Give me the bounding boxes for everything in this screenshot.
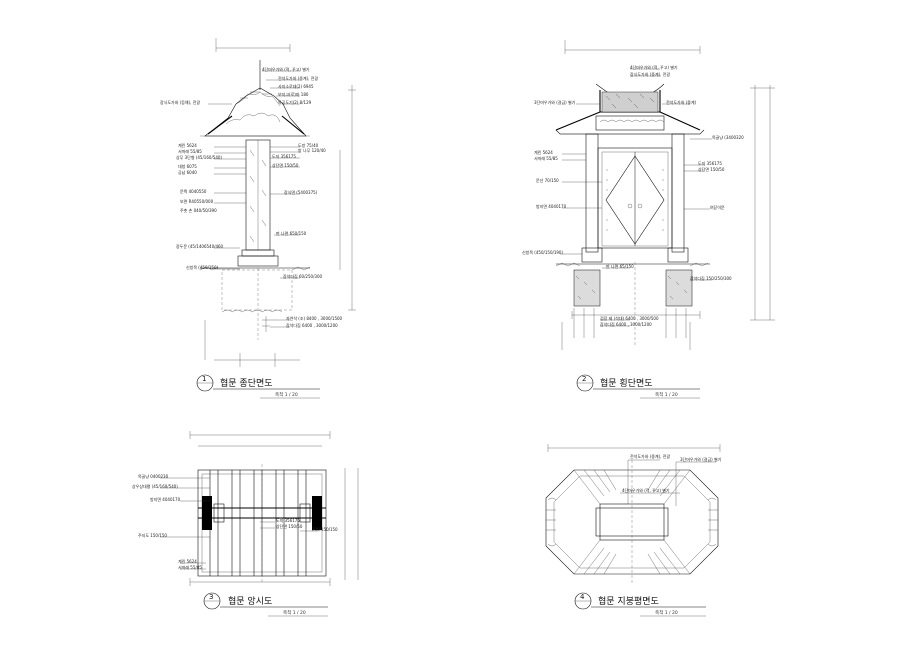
label-d2-1: 장식도가와 (중계), 전광 [630, 71, 670, 77]
roof-section [555, 83, 705, 135]
roof-section [200, 60, 310, 137]
label-d1-17: 보면 R40550/000 [180, 198, 214, 204]
label-d2-13: 판 나면 65/150 [606, 263, 634, 269]
label-d2-6: 서까래 55/85 [534, 155, 558, 161]
label-d2-7: 도지 356175 [698, 160, 722, 166]
foundation [199, 266, 311, 340]
leader-lines [620, 459, 716, 506]
roof-outline [197, 464, 327, 582]
label-d1-2: 사지소로대(2) 6945 [278, 83, 314, 89]
label-d4-2: 4단머우가와 (적, 꾸고) 별기 [622, 487, 670, 493]
door-frame [581, 133, 689, 263]
drawing-title: 협문 지붕평면도 [598, 595, 659, 607]
label-d3-1: 상우상대평 (45/160/540) [132, 483, 178, 489]
drawing-2-transverse-section: 4단머우가와 (적, 꾸고) 별기 장식도가와 (중계), 전광 3단머우가와 … [522, 40, 775, 399]
label-d1-21: 신방목 (450/150) [186, 264, 218, 270]
label-d3-7: 서까래 55/85 [178, 564, 202, 570]
drawing-number: 1 [202, 375, 206, 383]
label-d1-8: 상무 3단형 (45/160/540) [176, 154, 222, 160]
drawing-scale: 축척 1 / 20 [283, 609, 306, 616]
label-d1-5: 장식도가와 (등해), 전광 [160, 99, 200, 105]
leader-lines [160, 477, 318, 570]
label-d3-3: 도지 356175 [276, 517, 300, 523]
drawing-number: 2 [582, 375, 586, 383]
label-d4-1: 3단머우가와 (걸금) 별기 [680, 456, 722, 462]
wall-post [237, 139, 279, 267]
drawing-scale: 축척 1 / 20 [655, 391, 678, 398]
label-d2-4: 목골냥 (3400320 [712, 134, 744, 140]
label-d1-24: 잡석다짐 6400 , 3000/1200 [286, 322, 338, 328]
dimension-lines [547, 444, 721, 452]
drawing-number: 3 [209, 593, 213, 601]
dimension-lines [204, 38, 356, 367]
label-d3-4: 상단면 150/50 [276, 523, 303, 529]
label-d2-10: 방지면 4040170 [536, 203, 567, 209]
drawing-title: 협문 앙시도 [228, 595, 272, 607]
post-right [312, 496, 322, 530]
label-d2-8: 상단면 150/50 [698, 166, 725, 172]
title-block-3: 3 협문 앙시도 축척 1 / 20 [203, 592, 328, 617]
drawing-scale: 축척 1 / 20 [275, 391, 298, 398]
leader-lines [560, 68, 712, 327]
label-d2-3: 전석도가와 (중계) [666, 99, 697, 105]
label-d1-4: 목공도기(2) 8/129 [278, 99, 312, 105]
label-d1-14: 도방 75/40 [298, 142, 319, 148]
title-block-2: 2 협문 횡단면도 축척 1 / 20 [576, 374, 700, 399]
label-d1-20: 장두문 (45/1406540/460 [176, 243, 224, 249]
label-d3-8: 200/150/150 [312, 527, 338, 532]
label-d2-2: 3단머우가와 (걸금) 별기 [534, 99, 576, 105]
label-d1-6: 계린 5624 [178, 142, 197, 148]
label-d2-5: 계린 5624 [534, 149, 553, 155]
label-d1-7: 서까래 55/85 [178, 148, 202, 154]
label-d1-13: 문짝 4040550 [180, 188, 207, 194]
label-d1-18: 주춧 손 040/50/390 [180, 207, 217, 213]
title-block-4: 4 협문 지붕평면도 축척 1 / 20 [574, 592, 706, 617]
label-d1-10: 공납 6040 [178, 169, 197, 175]
drawing-title: 협문 횡단면도 [600, 377, 653, 389]
label-d4-0: 전석도가와 (중계), 전광 [630, 453, 670, 459]
post-left [202, 496, 212, 530]
label-d1-15: 방 나무 120/40 [298, 147, 326, 153]
drawing-title: 협문 종단면도 [220, 377, 273, 389]
label-d2-14: 잡석다짐 150/250/300 [690, 275, 732, 281]
label-d2-16: 잡석다짐 6400 , 3000/1200 [600, 321, 652, 327]
title-block-1: 1 협문 종단면도 축척 1 / 20 [196, 374, 320, 399]
drawing-1-longitudinal-section: 4단머우가와 (적, 꾸고) 별기 전석도가와 (중계), 전광 사지소로대(2… [160, 38, 356, 399]
drawing-number: 4 [580, 593, 585, 601]
drawing-scale: 축척 1 / 20 [655, 609, 678, 616]
drawing-4-roof-plan: 전석도가와 (중계), 전광 3단머우가와 (걸금) 별기 4단머우가와 (적,… [545, 444, 722, 617]
label-d1-11: 도지 356175 [272, 153, 296, 159]
dimension-lines [561, 40, 775, 350]
label-d2-11: 여닫이문 [710, 204, 725, 210]
label-d2-12: 신방목 (450/150/190) [522, 249, 563, 255]
label-d3-5: 주지도 150/150 [138, 532, 167, 538]
label-d1-12: 상단면 150/50 [272, 162, 299, 168]
label-d1-0: 4단머우가와 (적, 꾸고) 별기 [262, 66, 310, 72]
label-d1-23: 자연석 (조) 8400 , 3000/1500 [286, 315, 343, 321]
label-d1-9: 대청 6075 [178, 163, 197, 169]
foundation [555, 262, 710, 345]
roof-outline [545, 460, 719, 585]
label-d1-1: 전석도가와 (중계), 전광 [278, 75, 318, 81]
label-d3-0: 목골냥 0400230 [138, 473, 169, 479]
label-d1-19: 판 나면 650/150 [276, 230, 307, 236]
dimension-lines [189, 431, 359, 586]
label-d3-6: 계린 5624 [178, 558, 197, 564]
label-d1-3: 보지고(로)마 180 [278, 91, 309, 97]
label-d2-0: 4단머우가와 (적, 꾸고) 별기 [630, 64, 678, 70]
leader-lines [208, 70, 300, 328]
label-d1-16: 장식면 (5400375) [284, 189, 318, 195]
label-d1-22: 잡석다짐 60/250/300 [283, 273, 323, 279]
label-d2-9: 문선 70/150 [536, 177, 559, 183]
label-d3-2: 방지면 4040170 [150, 496, 181, 502]
label-d2-15: 검장 제 (석대) 6400 , 3000/500 [600, 315, 659, 321]
drawing-3-reflected-plan: 목골냥 0400230 상우상대평 (45/160/540) 방지면 40401… [132, 431, 359, 617]
